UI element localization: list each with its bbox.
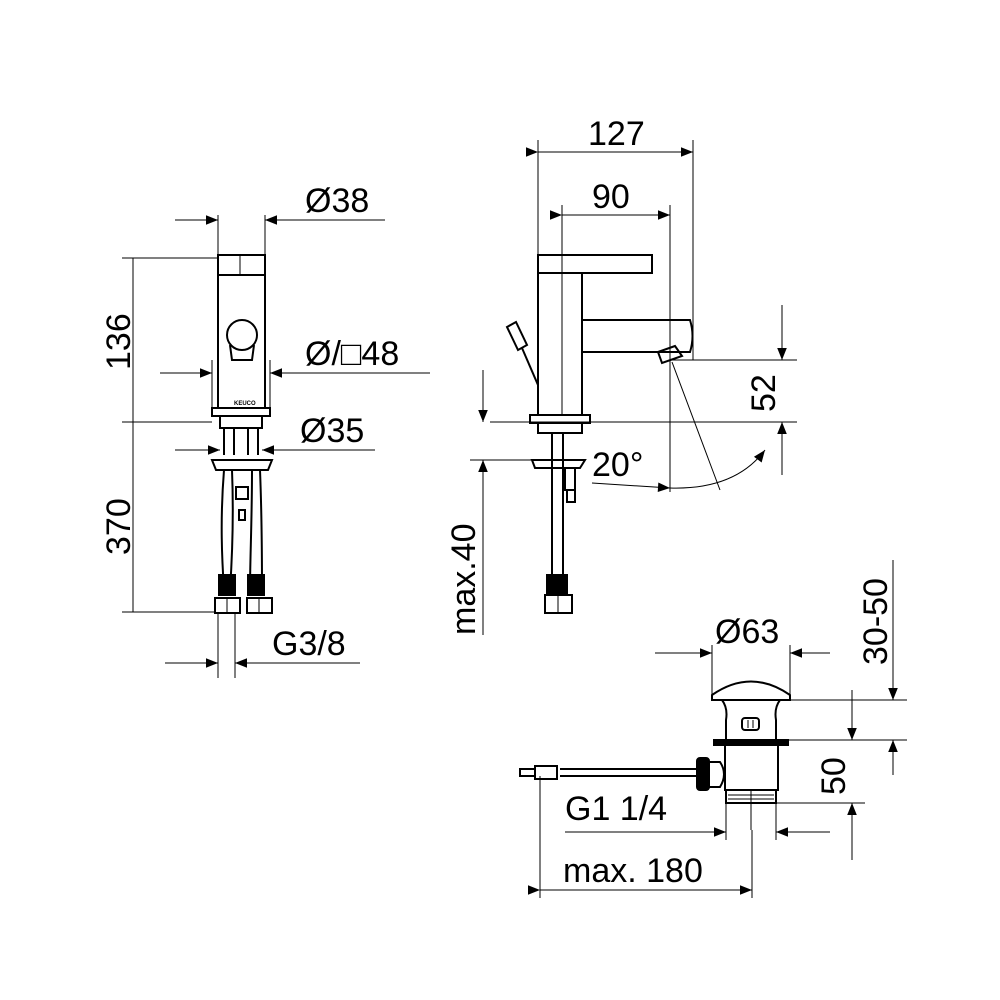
dim-max-length: max. 180 xyxy=(563,852,703,890)
dim-adjust-range: 30-50 xyxy=(857,578,895,665)
dim-spout-height: 52 xyxy=(745,374,783,412)
dim-body-height: 136 xyxy=(100,313,138,370)
dim-body-height: 50 xyxy=(815,757,853,795)
dim-hose-length: 370 xyxy=(100,498,138,555)
brand-logo: KEUCO xyxy=(234,401,256,407)
dim-thread: G1 1/4 xyxy=(565,790,667,828)
faucet-side-body xyxy=(505,254,694,614)
faucet-front-body: KEUCO xyxy=(210,254,274,614)
dim-max-deck: max.40 xyxy=(445,524,483,636)
dim-spout-projection: 90 xyxy=(592,178,630,216)
dim-plug-diameter: Ø63 xyxy=(715,613,779,651)
dim-top-diameter: Ø38 xyxy=(305,182,369,220)
dim-escutcheon: Ø/□48 xyxy=(305,335,399,373)
dim-shank: Ø35 xyxy=(300,412,364,450)
drain-view: Ø63 30-50 50 G1 1/4 max. 180 xyxy=(519,560,907,898)
pop-up-waste xyxy=(519,680,791,830)
dim-total-projection: 127 xyxy=(588,115,645,153)
dim-connection: G3/8 xyxy=(272,625,346,663)
side-view: 127 90 52 20° max.40 xyxy=(445,115,797,635)
front-view: KEUCO Ø38 136 Ø/□48 Ø35 370 G3/8 xyxy=(100,182,430,678)
dim-angle: 20° xyxy=(592,446,643,484)
